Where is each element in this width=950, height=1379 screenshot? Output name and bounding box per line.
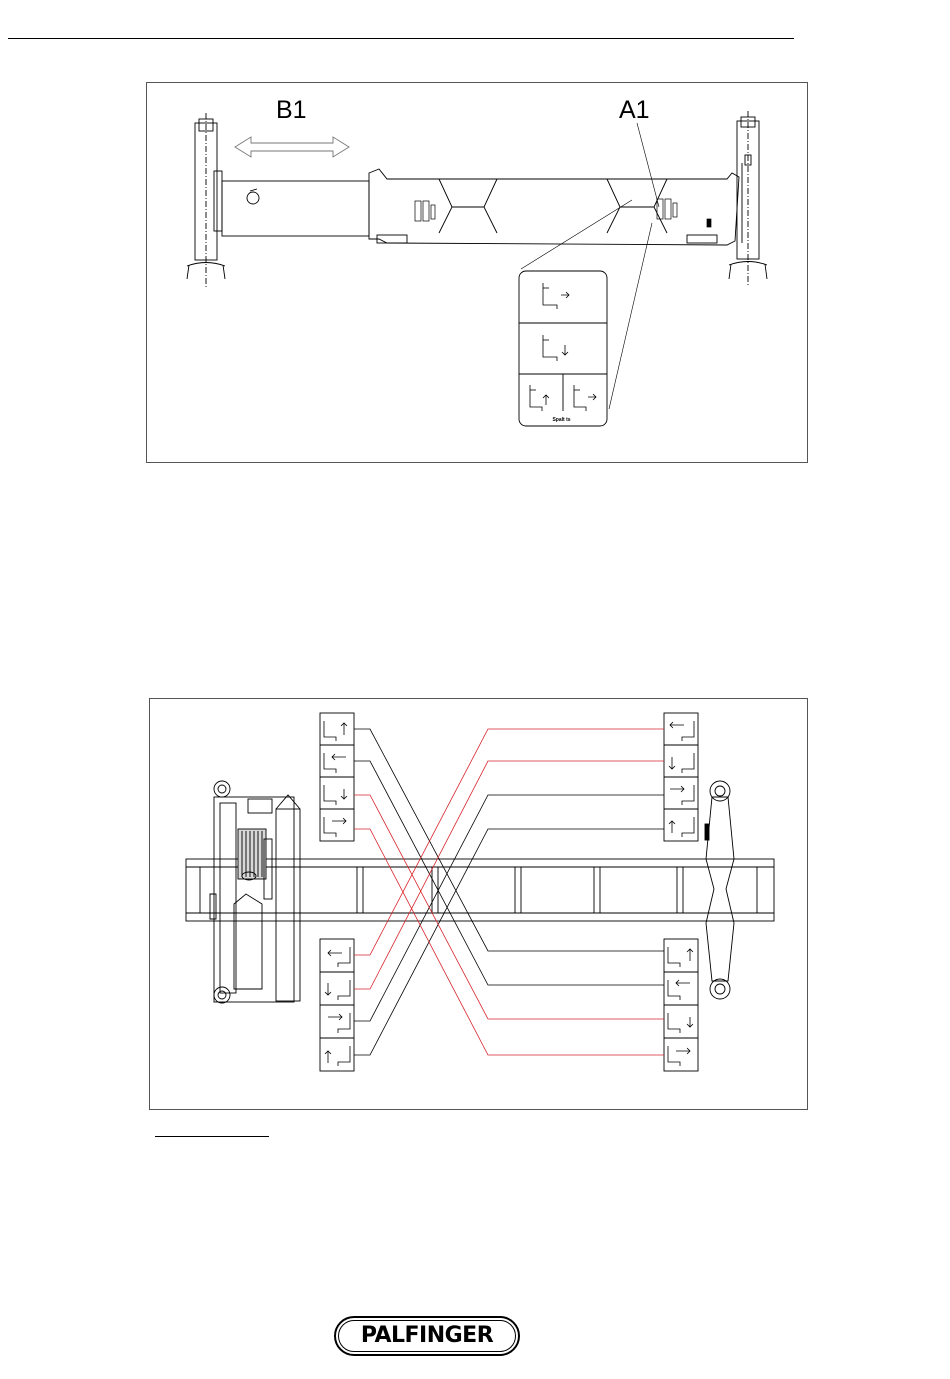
- lever-box-left-top: [320, 713, 354, 841]
- connection-lines-black: [354, 729, 664, 1055]
- vehicle-chassis: [186, 859, 774, 921]
- extend-double-arrow: [235, 137, 349, 157]
- connection-lines-red: [354, 729, 664, 1055]
- callout-leaders: [521, 123, 659, 409]
- panel-caption: Spalt ts: [519, 417, 604, 423]
- header-rule: [8, 38, 794, 39]
- lever-box-right-top: [664, 713, 698, 841]
- crane-top-view: [210, 781, 300, 1003]
- lever-box-left-bottom: [320, 939, 354, 1071]
- palfinger-logo: PALFINGER: [334, 1316, 520, 1356]
- callout-b1: B1: [276, 98, 307, 123]
- box-beam-outer: [369, 169, 739, 245]
- footnote-rule: [155, 1136, 269, 1137]
- right-stabilizer-top-view: [705, 781, 734, 999]
- callout-a1: A1: [619, 98, 650, 123]
- telescopic-beam-inner: [222, 181, 369, 236]
- logo-text: PALFINGER: [334, 1323, 520, 1348]
- right-stabilizer-leg: [729, 111, 767, 287]
- lever-symbols: [324, 721, 694, 1066]
- outrigger-beam-figure: B1 A1 Spalt ts: [146, 82, 808, 463]
- outrigger-beam-drawing: [147, 83, 807, 462]
- control-mapping-drawing: [150, 699, 807, 1109]
- control-panel-detail: [519, 271, 607, 426]
- control-mapping-figure: [149, 698, 808, 1110]
- left-stabilizer-leg: [187, 113, 225, 288]
